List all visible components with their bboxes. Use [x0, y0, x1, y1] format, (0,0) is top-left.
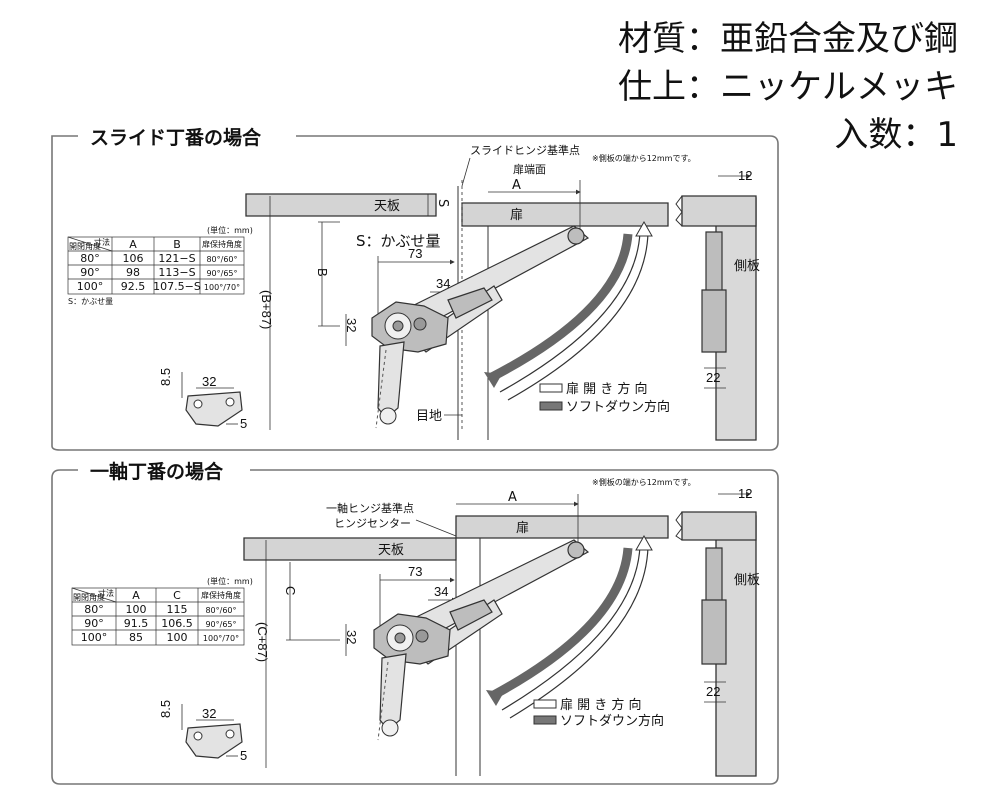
- cell: 98: [126, 266, 140, 279]
- bottom-dim-34: 34: [434, 584, 448, 599]
- bottom-th-c: C: [173, 589, 181, 602]
- top-dim-32b: 32: [202, 374, 216, 389]
- top-mejiri: 目地: [416, 409, 442, 424]
- top-dim-34: 34: [436, 276, 450, 291]
- cell: 106: [123, 252, 144, 265]
- top-dim-12: 12: [738, 168, 752, 183]
- top-door-edge: 扉端面: [513, 163, 546, 176]
- bottom-th-angle: 開閉角度: [73, 592, 105, 602]
- top-dim-22: 22: [706, 370, 720, 385]
- top-th-a: A: [129, 238, 137, 251]
- top-th-hold: 扉保持角度: [202, 239, 242, 249]
- bottom-dim-a: A: [508, 490, 517, 505]
- bottom-th-a: A: [132, 589, 140, 602]
- bottom-table-row: 80° 100 115 80°/60°: [84, 603, 236, 616]
- bottom-dim-32b: 32: [202, 706, 216, 721]
- cell: 100°/70°: [204, 283, 240, 292]
- cell: 90°/65°: [206, 269, 237, 278]
- top-th-dim: 寸法: [94, 237, 110, 247]
- cell: 106.5: [161, 617, 193, 630]
- top-note-12mm: ※側板の端から12mmです。: [592, 153, 696, 163]
- cell: 113−S: [158, 266, 195, 279]
- top-door-label: 扉: [510, 207, 523, 223]
- top-dim-73: 73: [408, 246, 422, 261]
- spec-finish: 仕上：ニッケルメッキ: [618, 67, 958, 107]
- bottom-tenban-label: 天板: [378, 543, 404, 558]
- bottom-door-label: 扉: [516, 520, 529, 536]
- top-dim-85: 8.5: [158, 368, 173, 386]
- bottom-th-hold: 扉保持角度: [201, 590, 241, 600]
- top-th-b: B: [173, 238, 181, 251]
- bottom-sideboard-label: 側板: [734, 573, 760, 588]
- cell: 100°: [81, 631, 108, 644]
- top-table-row: 90° 98 113−S 90°/65°: [80, 266, 237, 279]
- cell: 90°: [84, 617, 104, 630]
- bottom-dimension-table: (単位：mm) 開閉角度 寸法 A C 扉保持角度 80° 100 115 80…: [71, 576, 253, 646]
- top-s-mark: S: [435, 199, 450, 207]
- cell: 100: [167, 631, 188, 644]
- top-dim-32: 32: [344, 318, 359, 332]
- cell: 90°: [80, 266, 100, 279]
- top-panel: スライド丁番の場合 天板 S 扉 スライドヒンジ基準点 扉端面 A ※側板の端か…: [51, 124, 779, 451]
- cell: 91.5: [124, 617, 149, 630]
- bottom-hinge-center: ヒンジセンター: [334, 517, 411, 530]
- top-dim-b87: (B+87): [259, 290, 274, 329]
- cell: 80°: [80, 252, 100, 265]
- top-table-row: 100° 92.5 107.5−S 100°/70°: [77, 280, 240, 293]
- bottom-table-unit: (単位：mm): [207, 576, 253, 586]
- bottom-ref-point: 一軸ヒンジ基準点: [326, 501, 414, 515]
- top-dimension-table: (単位：mm) 開閉角度 寸法 A B 扉保持角度 80° 106 121−S …: [67, 225, 253, 306]
- top-sideboard-label: 側板: [734, 259, 760, 274]
- bottom-panel: 一軸丁番の場合 一軸ヒンジ基準点 ヒンジセンター 天板 扉 A ※側板の端から1…: [51, 458, 779, 785]
- cell: 80°/60°: [205, 606, 236, 615]
- cell: 90°/65°: [205, 620, 236, 629]
- top-table-row: 80° 106 121−S 80°/60°: [80, 252, 237, 265]
- bottom-table-row: 90° 91.5 106.5 90°/65°: [84, 617, 236, 630]
- bottom-legend-open: 扉 開 き 方 向: [560, 697, 642, 713]
- top-dim-5: 5: [240, 416, 247, 431]
- cell: 121−S: [158, 252, 195, 265]
- bottom-dim-5: 5: [240, 748, 247, 763]
- top-ref-point: スライドヒンジ基準点: [470, 143, 580, 157]
- bottom-dim-12: 12: [738, 486, 752, 501]
- top-legend-open: 扉 開 き 方 向: [566, 381, 648, 397]
- bottom-dim-c: C: [283, 586, 298, 595]
- bottom-section-title: 一軸丁番の場合: [90, 460, 224, 483]
- cell: 100°/70°: [203, 634, 239, 643]
- bottom-dim-85: 8.5: [158, 700, 173, 718]
- top-legend-soft: ソフトダウン方向: [566, 399, 670, 415]
- top-s-kabuse: S：かぶせ量: [356, 232, 441, 250]
- top-dim-a: A: [512, 178, 521, 193]
- cell: 80°: [84, 603, 104, 616]
- spec-material: 材質：亜鉛合金及び鋼: [618, 19, 958, 59]
- bottom-table-row: 100° 85 100 100°/70°: [81, 631, 239, 644]
- cell: 100: [126, 603, 147, 616]
- cell: 107.5−S: [153, 280, 201, 293]
- cell: 80°/60°: [206, 255, 237, 264]
- top-dim-b: B: [315, 268, 330, 277]
- bottom-dim-32: 32: [344, 630, 359, 644]
- top-th-angle: 開閉角度: [69, 241, 101, 251]
- bottom-dim-73: 73: [408, 564, 422, 579]
- top-tenban-label: 天板: [374, 199, 400, 214]
- bottom-legend-soft: ソフトダウン方向: [560, 713, 664, 729]
- cell: 85: [129, 631, 143, 644]
- cell: 100°: [77, 280, 104, 293]
- bottom-dim-c87: (C+87): [255, 622, 270, 662]
- bottom-th-dim: 寸法: [98, 588, 114, 598]
- top-table-note: S：かぶせ量: [68, 297, 113, 306]
- bottom-note-12mm: ※側板の端から12mmです。: [592, 477, 696, 487]
- top-table-unit: (単位：mm): [207, 225, 253, 235]
- spec-block: 材質：亜鉛合金及び鋼 仕上：ニッケルメッキ 入数：1: [618, 19, 958, 155]
- top-section-title: スライド丁番の場合: [90, 126, 262, 149]
- spec-quantity: 入数：1: [834, 115, 958, 155]
- cell: 92.5: [121, 280, 146, 293]
- bottom-dim-22: 22: [706, 684, 720, 699]
- cell: 115: [167, 603, 188, 616]
